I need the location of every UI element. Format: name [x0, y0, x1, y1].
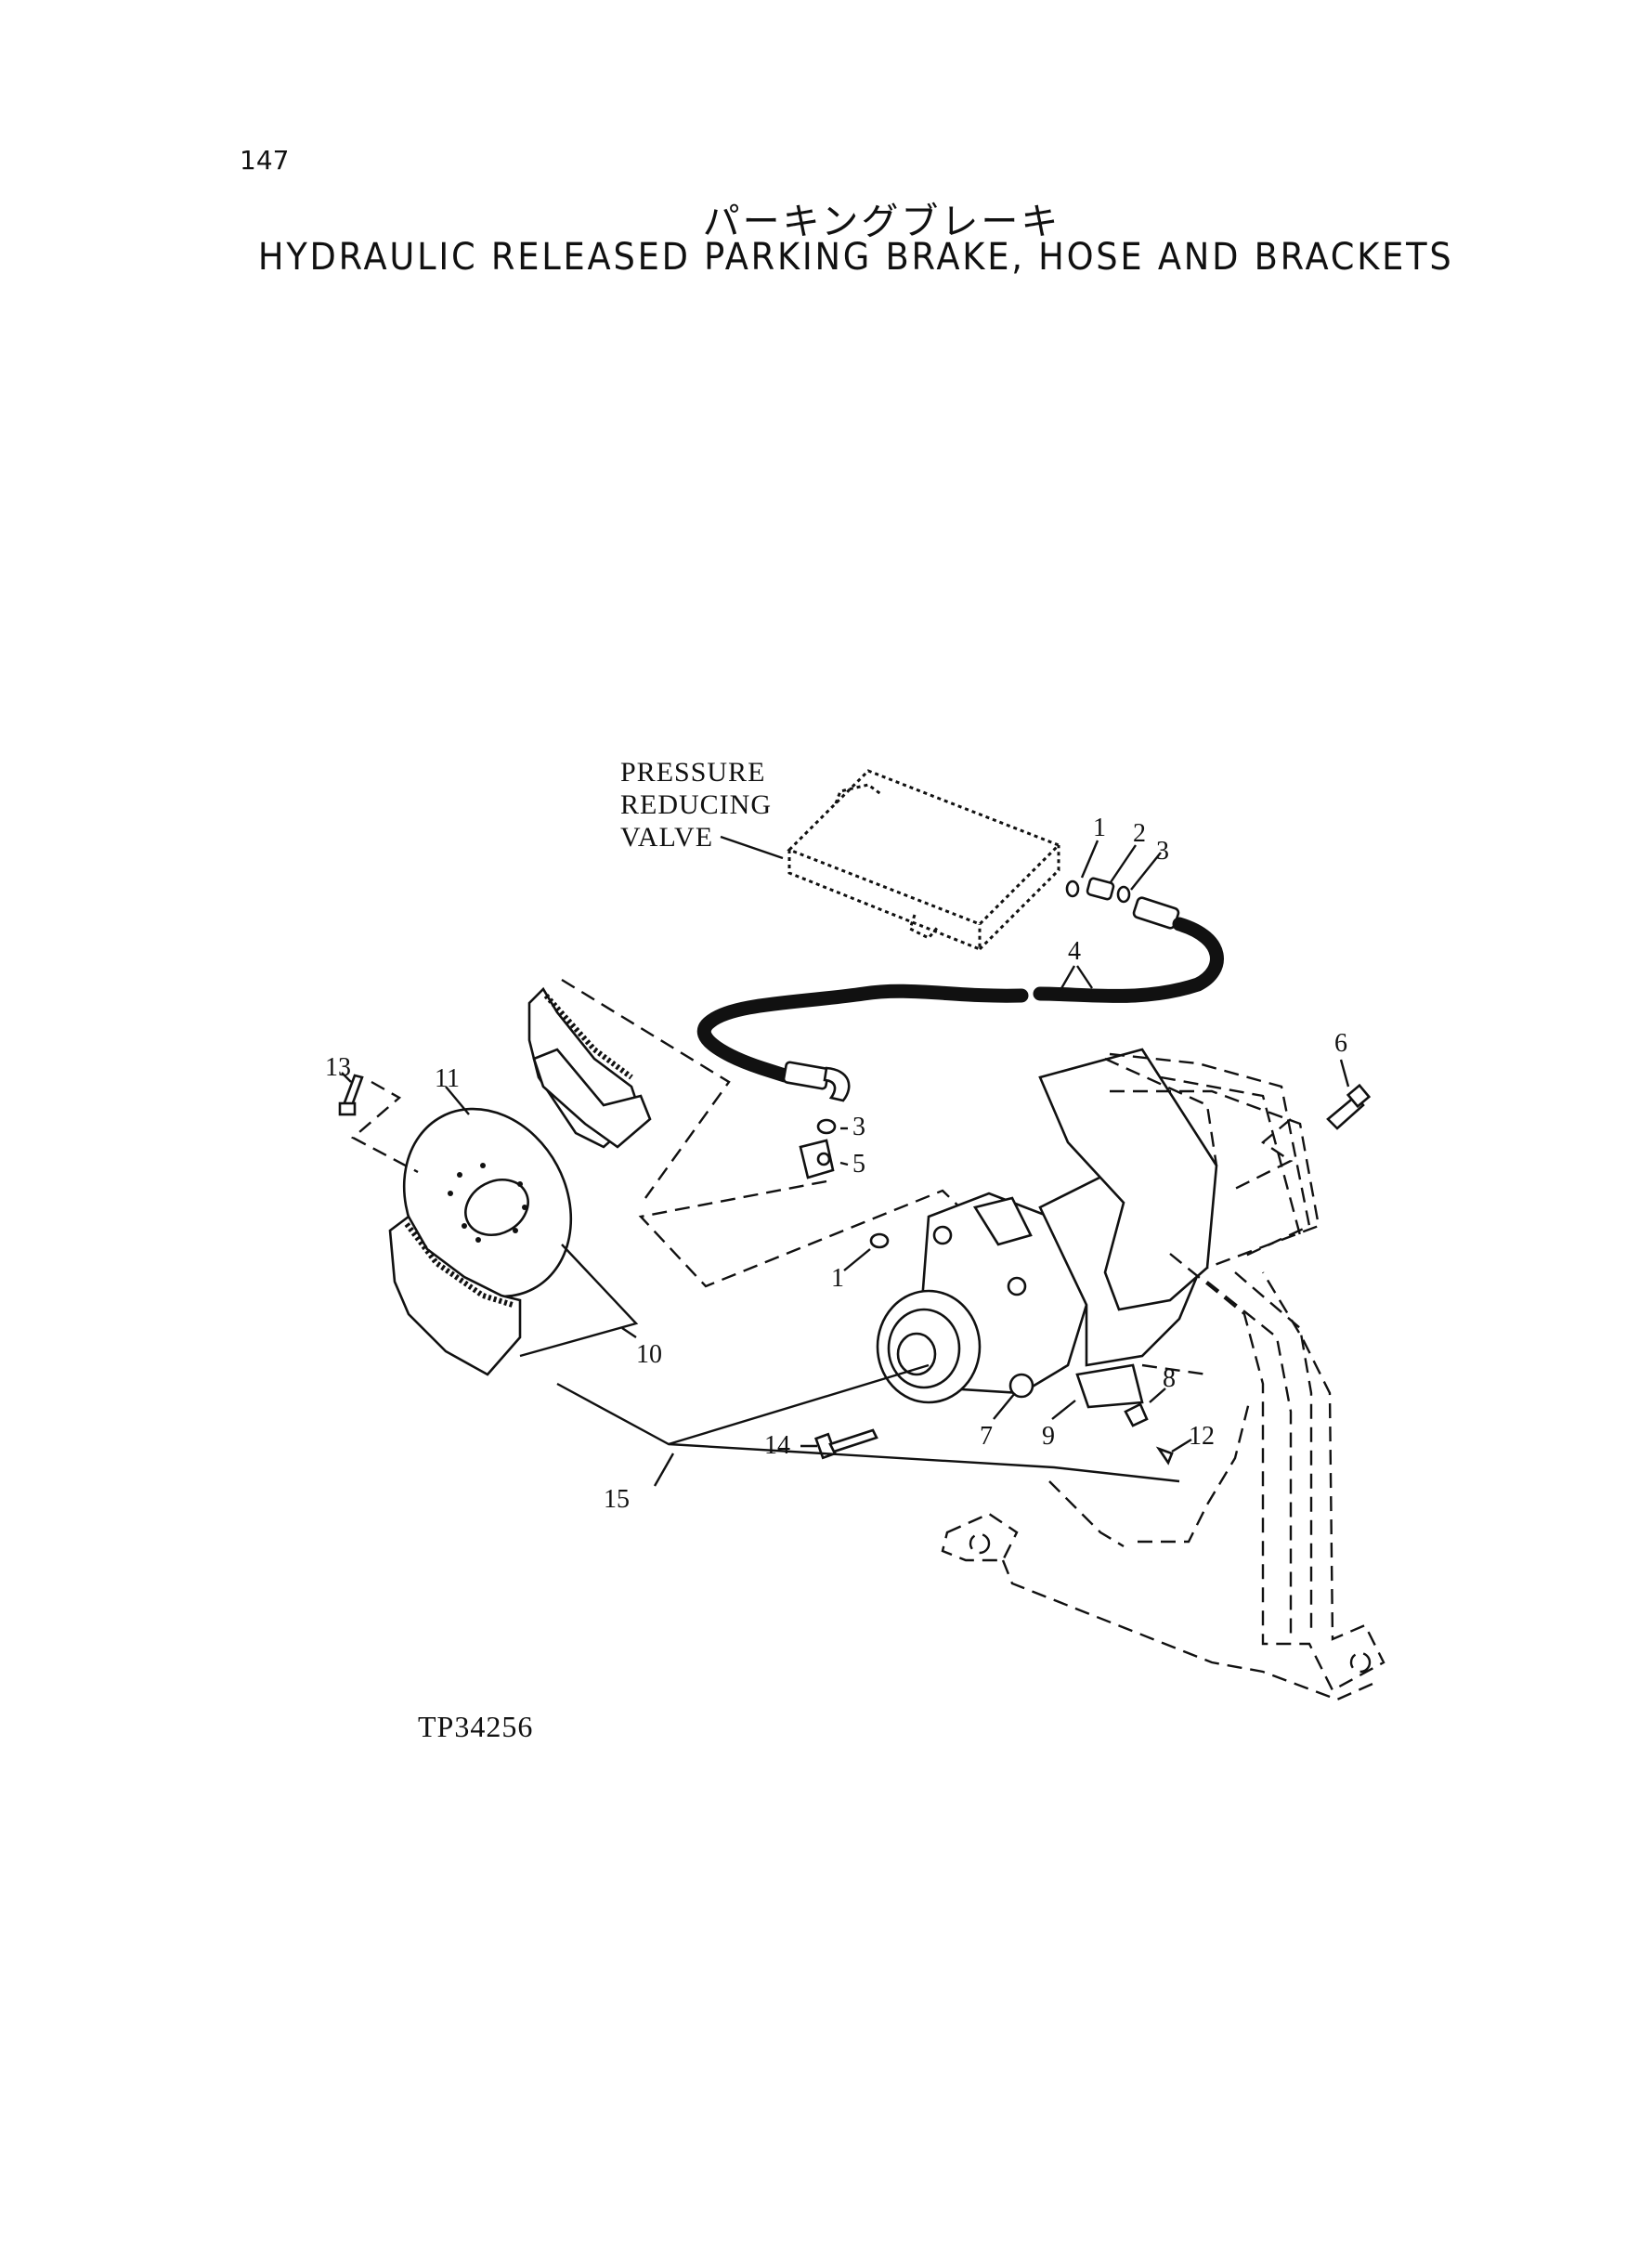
- callout-1: 1: [831, 1264, 844, 1293]
- callout-1b-leader: [843, 1248, 871, 1271]
- callout-7: 7: [980, 1422, 993, 1451]
- callout-3: 3: [1156, 837, 1169, 866]
- hydraulic-hose: [696, 917, 1224, 1102]
- callout-10: 10: [636, 1340, 662, 1369]
- valve-label: PRESSURE REDUCING VALVE: [620, 757, 772, 853]
- pin-12: [1155, 1438, 1192, 1466]
- callout-13: 13: [325, 1053, 351, 1082]
- valve-label-line-1: PRESSURE: [620, 757, 765, 788]
- callout-8: 8: [1163, 1364, 1176, 1393]
- brake-disc: [402, 1107, 573, 1298]
- pad-assembly-outline: [561, 978, 731, 1199]
- valve-label-line-3: VALVE: [620, 822, 713, 853]
- callout-12: 12: [1189, 1422, 1215, 1451]
- callout-10-bracket: [519, 1244, 639, 1358]
- machine-frame: [941, 1052, 1385, 1701]
- callout-5: 5: [852, 1150, 865, 1179]
- callout-2: 2: [1133, 819, 1146, 848]
- callout-11-leader: [445, 1086, 470, 1115]
- callout-6: 6: [1334, 1029, 1347, 1058]
- callout-14: 14: [764, 1431, 790, 1460]
- callout-4: 4: [1068, 937, 1081, 966]
- bolt-13-bracket: [350, 1080, 419, 1174]
- brake-pad-upper: [527, 986, 652, 1149]
- callout-4-leader-b: [1076, 965, 1093, 989]
- callout-15-leader: [653, 1453, 675, 1487]
- bolt-6-bracket: [1234, 1118, 1294, 1191]
- callout-11: 11: [435, 1064, 460, 1093]
- valve-label-line-2: REDUCING: [620, 789, 772, 820]
- valve-leader: [720, 835, 784, 860]
- callout-10-leader: [621, 1327, 637, 1338]
- brake-pad-lower: [388, 1215, 522, 1376]
- nut-8: [1124, 1388, 1166, 1427]
- bolt-14: [800, 1428, 878, 1460]
- page-title-japanese: パーキングブレーキ: [702, 201, 1061, 243]
- callout-9-leader: [1051, 1400, 1076, 1420]
- page-number: 147: [240, 145, 290, 176]
- callout-7-leader: [993, 1392, 1016, 1420]
- o-ring-1: [869, 1232, 890, 1249]
- callout-4-leader-a: [1059, 965, 1076, 991]
- nut-bracket: [1141, 1363, 1208, 1376]
- callout-15: 15: [604, 1485, 630, 1514]
- bolt-6: [1326, 1059, 1372, 1130]
- hose-adapters: [799, 1118, 849, 1179]
- pressure-reducing-valve: [787, 769, 1061, 952]
- callout-1: 1: [1093, 814, 1106, 842]
- callout-3: 3: [852, 1113, 865, 1141]
- callout-9: 9: [1042, 1422, 1055, 1451]
- figure-code: TP34256: [418, 1710, 533, 1743]
- page-title: HYDRAULIC RELEASED PARKING BRAKE, HOSE A…: [257, 236, 1454, 279]
- bolt-13: [338, 1072, 364, 1116]
- callout-15-baseline: [668, 1442, 1180, 1483]
- valve-fittings: [1065, 840, 1180, 930]
